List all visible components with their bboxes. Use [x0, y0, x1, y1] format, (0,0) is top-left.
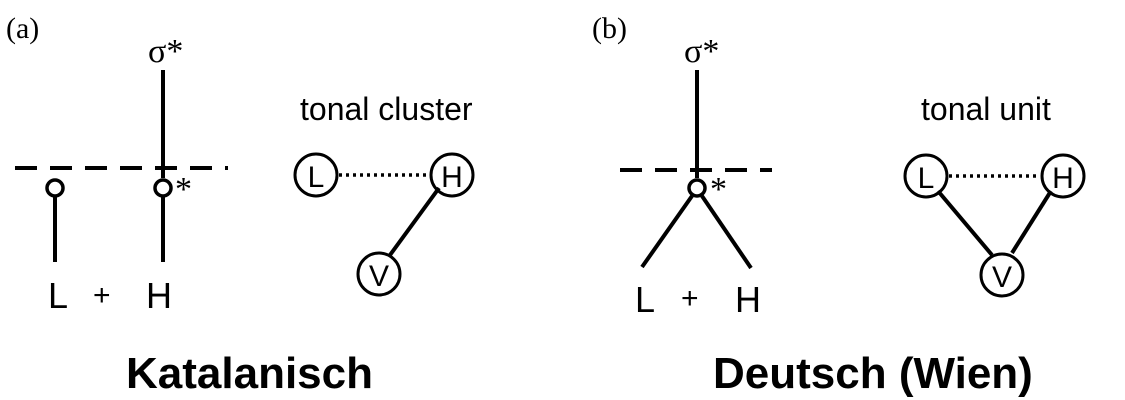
panel-a-node-vowel-circle	[356, 251, 402, 297]
panel-b-node-low-circle	[903, 153, 949, 199]
panel-b-tone-high: H	[735, 279, 761, 320]
panel-a-node-vowel: V	[369, 260, 389, 293]
panel-a-caption: Katalanisch	[126, 349, 373, 398]
panel-a-stressed-syllable: σ*	[148, 33, 183, 70]
panel-a-anchor-low	[45, 178, 65, 198]
panel-b-label: (b)	[592, 12, 627, 45]
panel-a-node-high: H	[441, 161, 463, 194]
panel-b-node-vowel: V	[992, 261, 1012, 294]
panel-b-node-vowel-circle	[979, 252, 1025, 298]
panel-b-anchor	[687, 178, 707, 198]
panel-b-node-high: H	[1052, 162, 1074, 195]
panel-b: (b) σ* * L + H tonal unit L H V Deutsch …	[592, 12, 1086, 398]
panel-b-association-low	[640, 194, 694, 269]
panel-a-label: (a)	[6, 12, 39, 45]
panel-a-unit-title: tonal cluster	[300, 91, 473, 127]
panel-a-anchor-high	[153, 178, 173, 198]
panel-b-link-low-vowel	[936, 189, 994, 257]
panel-a-link-high-vowel	[388, 186, 441, 257]
panel-b-tone-low: L	[635, 279, 655, 320]
panel-b-association-high	[700, 194, 753, 270]
panel-b-node-high-circle	[1040, 153, 1086, 199]
panel-a-tone-high: H	[146, 275, 172, 316]
panel-b-tone-plus: +	[681, 282, 699, 315]
panel-a: (a) σ* * L + H tonal cluster L H V Katal…	[6, 12, 475, 398]
panel-b-unit-title: tonal unit	[921, 91, 1051, 127]
panel-b-link-high-vowel	[1010, 189, 1053, 255]
panel-a-tone-plus: +	[93, 279, 111, 312]
panel-a-node-high-circle	[429, 152, 475, 198]
panel-b-stressed-syllable: σ*	[684, 33, 719, 70]
panel-a-node-low: L	[308, 161, 325, 194]
panel-b-anchor-star: *	[710, 171, 727, 208]
panel-b-node-low: L	[918, 162, 935, 195]
panel-a-tone-low: L	[48, 275, 68, 316]
panel-a-anchor-star: *	[175, 171, 192, 208]
panel-b-caption: Deutsch (Wien)	[713, 349, 1033, 398]
panel-a-node-low-circle	[293, 152, 339, 198]
